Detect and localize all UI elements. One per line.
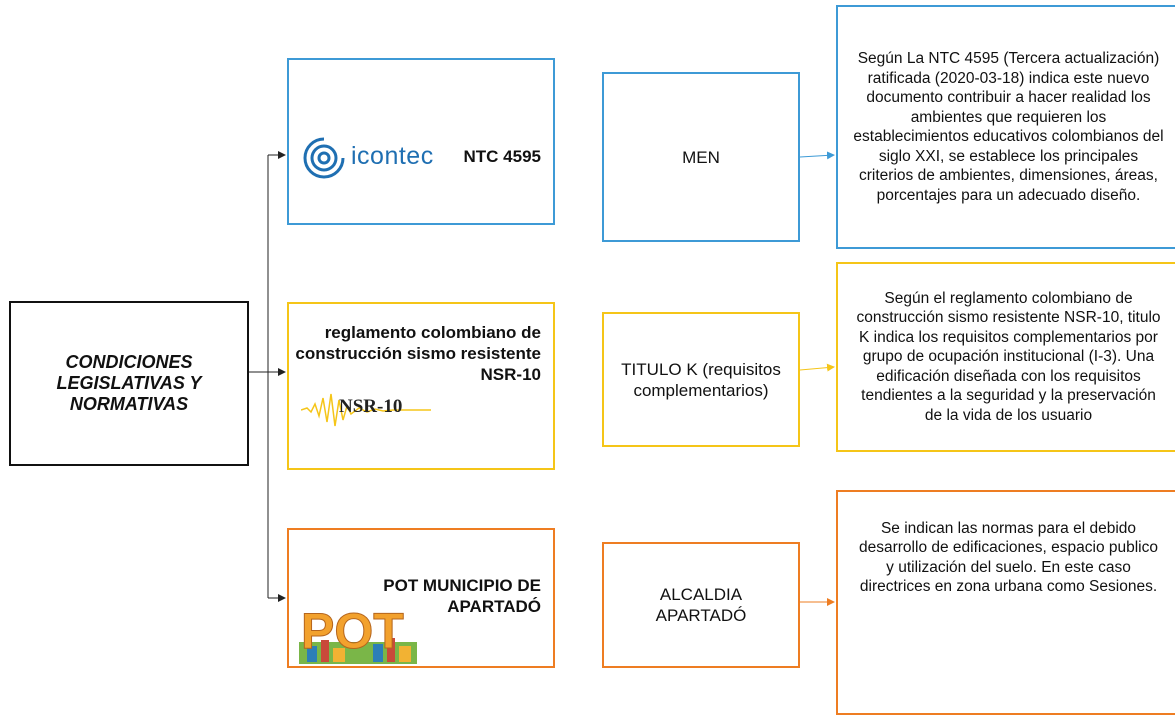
root-node: CONDICIONES LEGISLATIVAS Y NORMATIVAS — [9, 301, 249, 466]
description-box-pot: Se indican las normas para el debido des… — [836, 490, 1175, 715]
description-text-ntc: Según La NTC 4595 (Tercera actualización… — [853, 50, 1164, 204]
icontec-logo-text: icontec — [351, 142, 434, 170]
seismograph-wave-icon — [301, 393, 431, 427]
arrow-titulo-desc — [799, 363, 835, 372]
norm-box-ntc: icontec NTC 4595 — [287, 58, 555, 225]
root-label: CONDICIONES LEGISLATIVAS Y NORMATIVAS — [56, 352, 202, 414]
entity-label-alcaldia: ALCALDIA APARTADÓ — [655, 585, 747, 625]
entity-label-titulo-k: TITULO K (requisitos complementarios) — [621, 359, 781, 400]
nsr-logo-text: NSR-10 — [339, 396, 403, 417]
norm-title-ntc: NTC 4595 — [463, 147, 541, 166]
icontec-logo-icon — [303, 137, 345, 179]
entity-label-men: MEN — [682, 147, 720, 167]
description-box-nsr: Según el reglamento colombiano de constr… — [836, 262, 1175, 452]
entity-box-men: MEN — [602, 72, 800, 242]
pot-logo-text: POT — [301, 603, 404, 659]
norm-box-nsr: reglamento colombiano de construcción si… — [287, 302, 555, 470]
pot-logo-icon: POT — [299, 603, 417, 664]
description-text-nsr: Según el reglamento colombiano de constr… — [856, 289, 1161, 424]
description-text-pot: Se indican las normas para el debido des… — [859, 519, 1158, 596]
norm-title-pot: POT MUNICIPIO DE APARTADÓ — [383, 576, 541, 616]
description-box-ntc: Según La NTC 4595 (Tercera actualización… — [836, 5, 1175, 249]
entity-box-titulo-k: TITULO K (requisitos complementarios) — [602, 312, 800, 447]
norm-title-nsr: reglamento colombiano de construcción si… — [295, 323, 541, 384]
arrow-men-desc — [799, 151, 835, 160]
norm-box-pot: POT MUNICIPIO DE APARTADÓ POT — [287, 528, 555, 668]
entity-box-alcaldia: ALCALDIA APARTADÓ — [602, 542, 800, 668]
